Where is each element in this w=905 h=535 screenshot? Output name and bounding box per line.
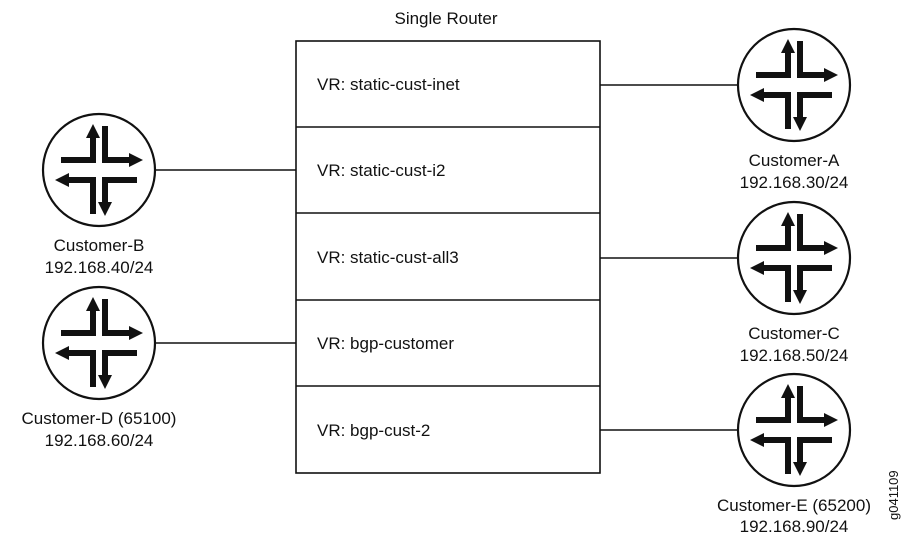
router-icon-customer-d	[43, 287, 155, 399]
customer-a-name: Customer-A	[749, 151, 840, 170]
vr-label-static-cust-inet: VR: static-cust-inet	[317, 75, 460, 94]
vr-label-static-cust-all3: VR: static-cust-all3	[317, 248, 459, 267]
customer-b-name: Customer-B	[54, 236, 145, 255]
figure-id: g041109	[886, 470, 901, 520]
customer-a-network: 192.168.30/24	[740, 173, 849, 192]
customer-e-name: Customer-E (65200)	[717, 496, 871, 515]
router-icon-customer-b	[43, 114, 155, 226]
vr-label-bgp-customer: VR: bgp-customer	[317, 334, 454, 353]
vr-label-static-cust-i2: VR: static-cust-i2	[317, 161, 445, 180]
customer-c-network: 192.168.50/24	[740, 346, 849, 365]
vr-label-bgp-cust-2: VR: bgp-cust-2	[317, 421, 430, 440]
customer-e-network: 192.168.90/24	[740, 517, 849, 535]
customer-d-name: Customer-D (65100)	[22, 409, 177, 428]
router-icon-customer-e	[738, 374, 850, 486]
customer-b-network: 192.168.40/24	[45, 258, 154, 277]
router-icon-customer-c	[738, 202, 850, 314]
router-icon-customer-a	[738, 29, 850, 141]
single-router-box	[295, 40, 601, 474]
diagram-title: Single Router	[394, 9, 497, 28]
customer-d-network: 192.168.60/24	[45, 431, 154, 450]
customer-c-name: Customer-C	[748, 324, 840, 343]
